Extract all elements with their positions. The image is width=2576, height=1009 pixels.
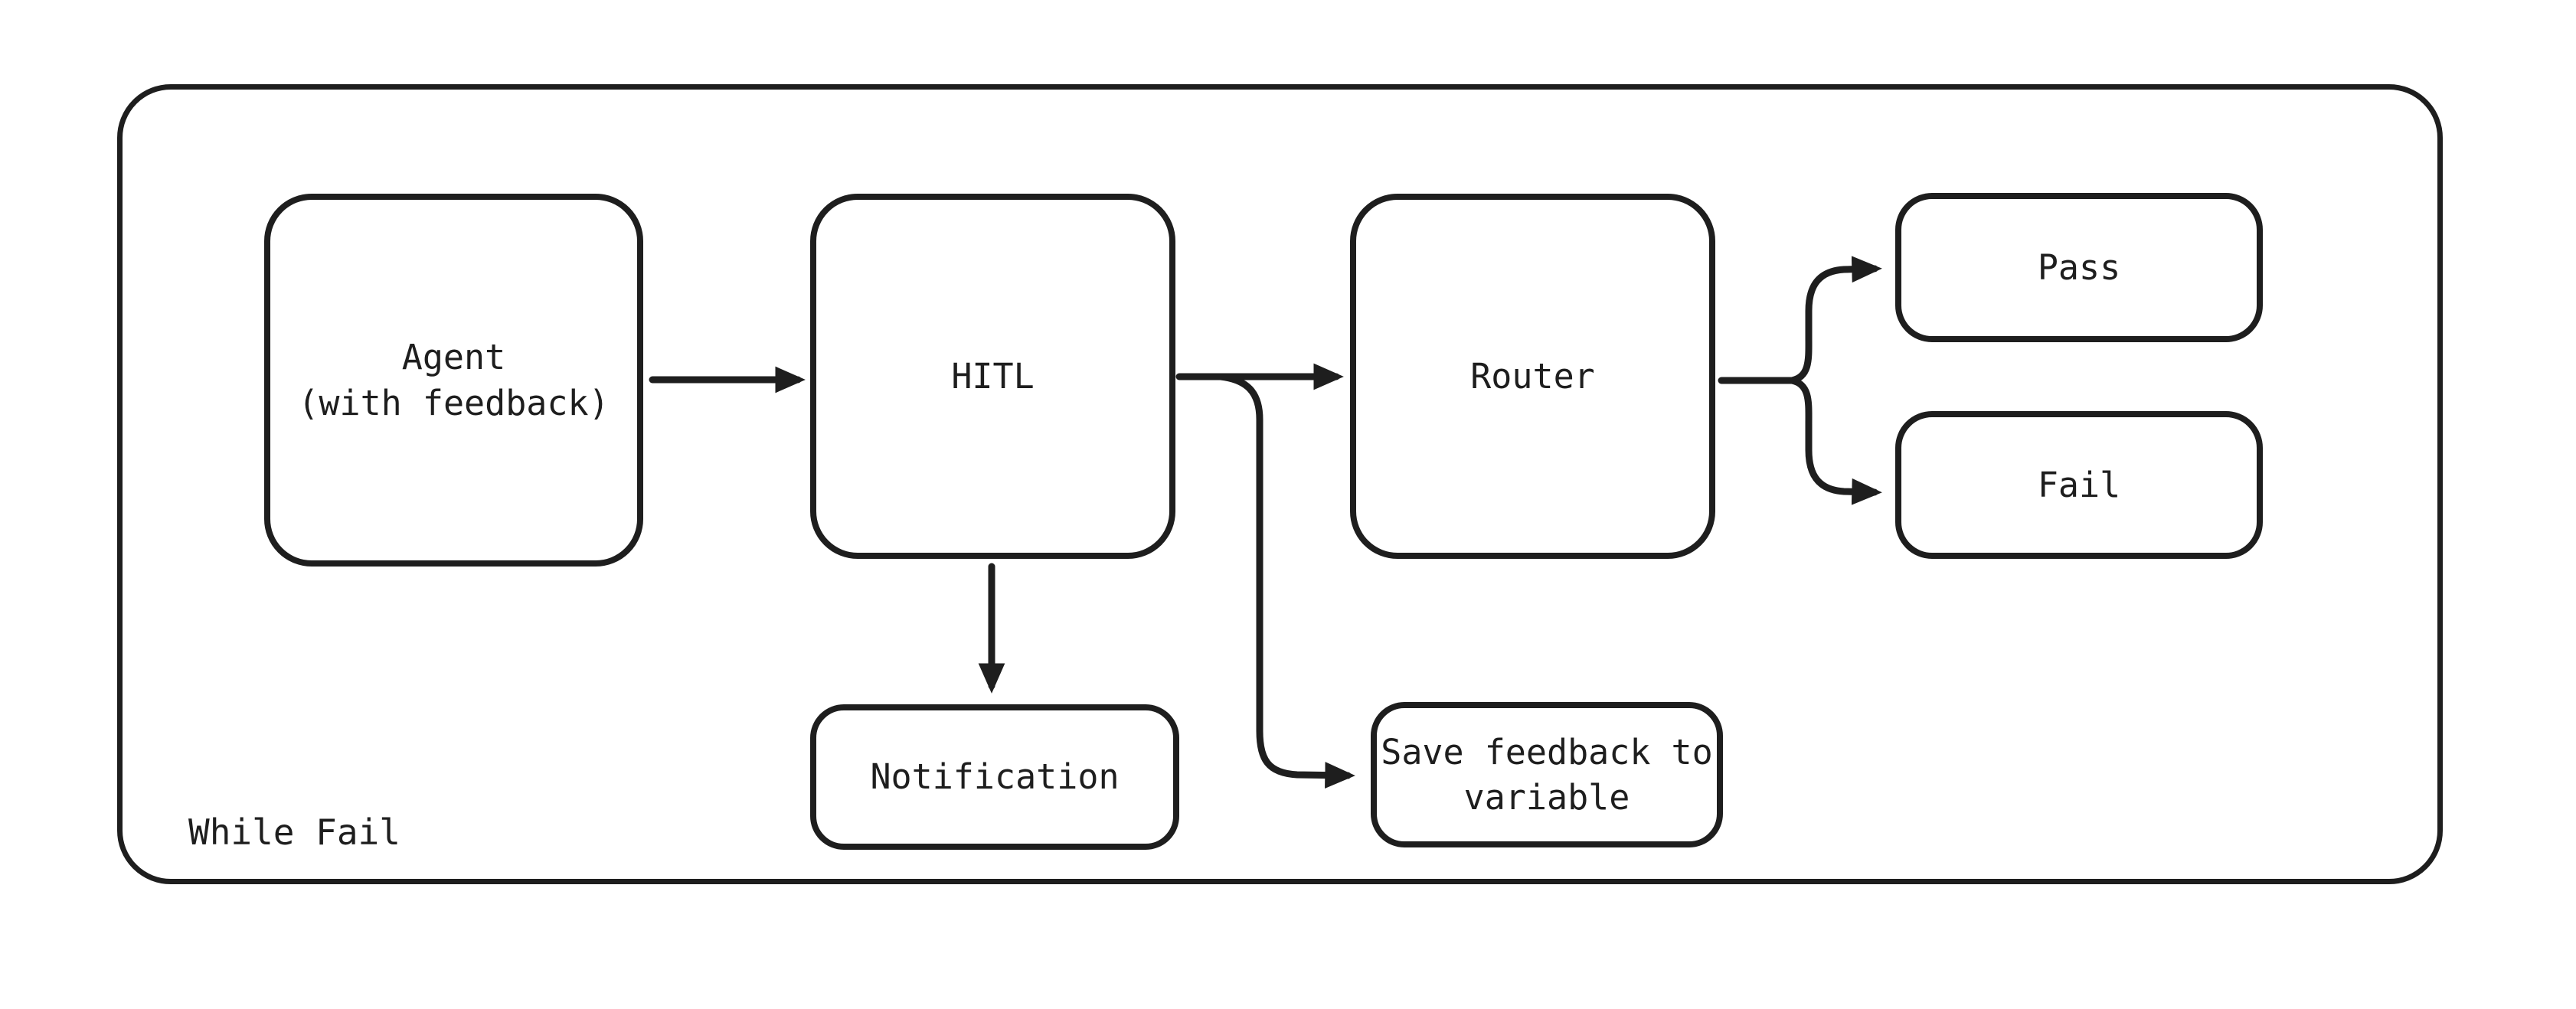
node-hitl-label: HITL xyxy=(951,355,1035,397)
node-save-feedback[interactable]: Save feedback to variable xyxy=(1371,702,1723,847)
while-fail-label: While Fail xyxy=(188,811,400,853)
node-notification-label: Notification xyxy=(870,756,1120,798)
node-hitl[interactable]: HITL xyxy=(810,194,1175,559)
edge-hitl-to-save-feedback[interactable] xyxy=(1217,373,1355,789)
node-notification[interactable]: Notification xyxy=(810,704,1179,850)
edge-router-to-fail[interactable] xyxy=(1788,377,1882,505)
node-pass-label: Pass xyxy=(2037,247,2121,288)
node-fail[interactable]: Fail xyxy=(1895,411,2263,559)
node-agent[interactable]: Agent (with feedback) xyxy=(264,194,643,567)
edge-router-to-pass[interactable] xyxy=(1788,256,1882,384)
node-save-feedback-label: Save feedback to variable xyxy=(1381,731,1713,818)
node-agent-label: Agent (with feedback) xyxy=(298,337,610,423)
node-pass[interactable]: Pass xyxy=(1895,193,2263,342)
node-router-label: Router xyxy=(1470,355,1595,397)
while-fail-container[interactable] xyxy=(117,84,2443,884)
node-router[interactable]: Router xyxy=(1350,194,1715,559)
node-fail-label: Fail xyxy=(2037,464,2121,505)
